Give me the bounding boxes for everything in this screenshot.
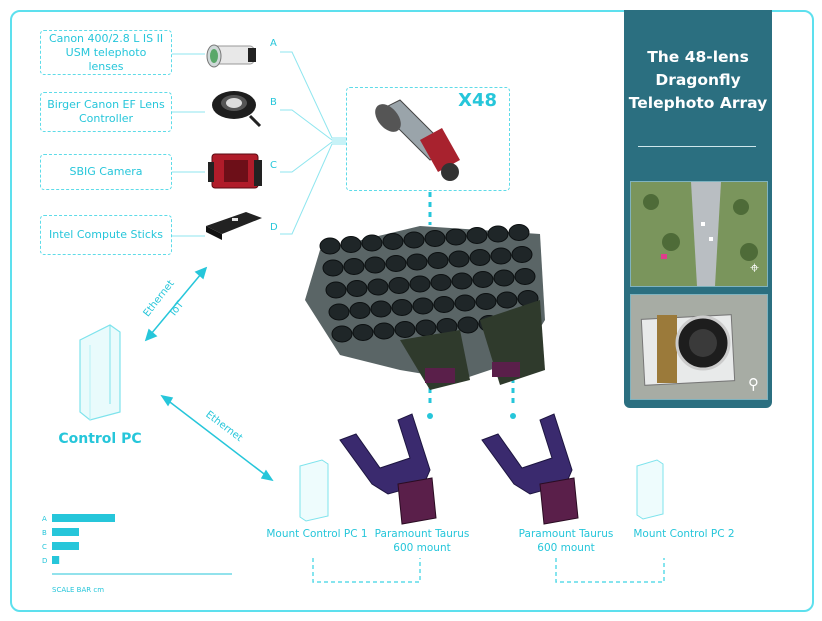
component-box-a: Canon 400/2.8 L IS II USM telephoto lens… — [40, 30, 172, 75]
telescope-array-icon — [305, 224, 545, 390]
array-lens — [454, 294, 476, 312]
component-box-d: Intel Compute Sticks — [40, 215, 172, 255]
scale-bar-category-label: A — [42, 515, 47, 523]
telephoto-lens-icon — [206, 44, 256, 68]
array-lens — [325, 281, 347, 299]
array-lens — [364, 256, 386, 274]
array-lens — [343, 258, 365, 275]
array-lens — [370, 300, 392, 318]
letter-b: B — [270, 97, 277, 108]
array-lens — [490, 247, 512, 265]
scale-bar-b — [52, 528, 79, 536]
scale-bar-category-label: D — [42, 557, 47, 565]
array-lens — [406, 253, 428, 271]
array-lens — [331, 325, 353, 343]
unit-box: X48 — [346, 87, 510, 191]
scale-bar-d — [52, 556, 60, 564]
array-lens — [352, 324, 374, 341]
array-lens — [469, 249, 491, 266]
control-pc-icon — [79, 324, 121, 421]
paramount-mount-2-icon — [481, 413, 579, 525]
array-lens — [382, 233, 404, 250]
array-lens — [409, 275, 431, 293]
scale-bar-category-label: C — [42, 543, 47, 551]
array-lens — [319, 237, 341, 255]
camera-unit-icon — [375, 99, 460, 181]
array-lens — [349, 302, 371, 319]
scale-bar-c — [52, 542, 79, 550]
compute-stick-icon — [206, 212, 262, 240]
location-pin-icon[interactable]: ⌖ — [749, 258, 759, 277]
array-lens — [346, 280, 368, 297]
mount-1-label: Paramount Taurus 600 mount — [374, 528, 470, 554]
scale-bar-a — [52, 514, 115, 522]
letter-c: C — [270, 160, 277, 171]
array-lens — [445, 228, 467, 246]
array-lens — [385, 255, 407, 272]
array-lens — [412, 297, 434, 315]
array-lens — [403, 231, 425, 249]
camera-icon — [208, 153, 262, 189]
title-divider — [638, 146, 756, 147]
array-lens — [391, 299, 413, 316]
link-c — [280, 141, 346, 173]
array-lens — [493, 269, 515, 287]
component-label-b: Birger Canon EF Lens Controller — [47, 98, 165, 125]
array-lens — [451, 272, 473, 290]
title-panel: The 48-lens Dragonfly Telephoto Array ⌖ … — [624, 10, 772, 408]
array-lens — [322, 259, 344, 277]
link-b — [280, 109, 346, 141]
multiplier-label: X48 — [458, 90, 497, 111]
array-lens — [415, 319, 437, 337]
link-a — [280, 51, 346, 139]
array-lens — [433, 296, 455, 313]
array-lens — [427, 252, 449, 269]
array-lens — [475, 293, 497, 310]
array-lens — [508, 224, 530, 241]
array-lens — [457, 316, 479, 334]
component-box-b: Birger Canon EF Lens Controller — [40, 92, 172, 132]
mount-2-label: Paramount Taurus 600 mount — [518, 528, 614, 554]
array-lens — [340, 236, 362, 253]
zoom-search-icon[interactable]: ⚲ — [748, 375, 759, 393]
array-lens — [367, 278, 389, 296]
array-lens — [496, 291, 518, 309]
array-lens — [514, 268, 536, 285]
array-lens — [472, 271, 494, 288]
mount-pc-1-label: Mount Control PC 1 — [266, 528, 368, 540]
link-d — [280, 143, 346, 235]
observatory-photo-tile[interactable]: ⚲ — [630, 294, 768, 400]
lens-controller-icon — [212, 91, 262, 128]
scale-bar-axis-label: SCALE BAR cm — [52, 586, 104, 594]
scale-bar-category-label: B — [42, 529, 47, 537]
page-title: The 48-lens Dragonfly Telephoto Array — [628, 48, 768, 112]
array-lens — [448, 250, 470, 268]
component-label-a: Canon 400/2.8 L IS II USM telephoto lens… — [48, 31, 164, 73]
control-pc-label: Control PC — [58, 431, 142, 447]
mount-pc-2-label: Mount Control PC 2 — [633, 528, 735, 540]
component-box-c: SBIG Camera — [40, 154, 172, 190]
array-lens — [466, 227, 488, 244]
array-lens — [394, 321, 416, 338]
array-lens — [373, 322, 395, 340]
array-lens — [511, 246, 533, 263]
array-lens — [424, 230, 446, 247]
array-lens — [388, 277, 410, 294]
array-lens — [487, 225, 509, 243]
letter-d: D — [270, 222, 278, 233]
paramount-mount-1-icon — [339, 413, 437, 525]
component-label-c: SBIG Camera — [69, 165, 143, 178]
array-lens — [328, 303, 350, 321]
array-lens — [430, 274, 452, 291]
component-label-d: Intel Compute Sticks — [48, 228, 163, 241]
letter-a: A — [270, 38, 277, 49]
array-lens — [361, 234, 383, 252]
aerial-map-tile[interactable]: ⌖ — [630, 181, 768, 287]
